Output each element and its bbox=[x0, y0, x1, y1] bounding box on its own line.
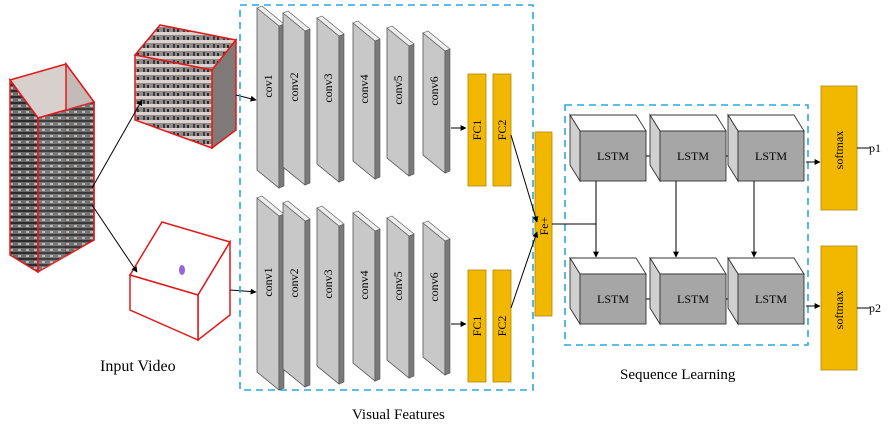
bottom-conv-layer-6: conv6 bbox=[422, 220, 451, 376]
top-conv-layer-3: conv3 bbox=[316, 15, 345, 183]
fc2-top-label: FC2 bbox=[495, 120, 509, 141]
bottom-lstm-cell-1: LSTM bbox=[569, 256, 647, 326]
top-lstm-label-1: LSTM bbox=[597, 149, 629, 163]
top-conv-label-3: conv3 bbox=[321, 73, 335, 102]
output-label-p2: p2 bbox=[869, 301, 881, 315]
top-lstm-cell-3: LSTM bbox=[727, 113, 805, 183]
softmax-bottom-block bbox=[820, 245, 858, 371]
arrow-fc-bottom-to-fusion bbox=[510, 231, 539, 309]
arrow-video-to-flow bbox=[91, 204, 138, 273]
arrow-rgb-to-cnn bbox=[235, 94, 257, 102]
top-lstm-label-2: LSTM bbox=[677, 149, 709, 163]
top-conv-layer-4: conv4 bbox=[352, 20, 381, 180]
fc2-bottom-block bbox=[492, 269, 512, 383]
visual-features-box bbox=[239, 4, 534, 391]
fc-top-group: FC1 FC2 bbox=[467, 73, 512, 187]
visual-features-caption: Visual Features bbox=[352, 407, 445, 423]
bottom-conv-layer-1: conv1 bbox=[256, 195, 285, 391]
bottom-conv-label-2: conv2 bbox=[287, 268, 301, 297]
fc1-bottom-label: FC1 bbox=[470, 316, 484, 337]
fc2-bottom-label: FC2 bbox=[495, 316, 509, 337]
softmax-bottom-label: softmax bbox=[832, 291, 846, 330]
bottom-conv-label-4: conv4 bbox=[357, 270, 371, 299]
bottom-lstm-label-3: LSTM bbox=[755, 292, 787, 306]
top-lstm-label-3: LSTM bbox=[755, 149, 787, 163]
bottom-conv-layer-4: conv4 bbox=[352, 210, 381, 382]
optical-flow-cube bbox=[128, 221, 232, 342]
cnn-bottom-stream: conv1 conv2 conv3 conv4 conv5 conv6 bbox=[256, 195, 467, 391]
top-conv-layer-1: cov1 bbox=[256, 5, 285, 189]
fc1-bottom-block bbox=[467, 269, 487, 383]
input-video-caption: Input Video bbox=[100, 358, 176, 375]
sequence-learning-caption: Sequence Learning bbox=[620, 367, 736, 383]
bottom-conv-label-6: conv6 bbox=[427, 272, 441, 301]
bottom-conv-layer-3: conv3 bbox=[316, 205, 345, 385]
arrow-flow-to-cnn bbox=[229, 288, 257, 295]
top-conv-layer-6: conv6 bbox=[422, 30, 451, 174]
top-lstm-cell-1: LSTM bbox=[569, 113, 647, 183]
arrow-video-to-rgb bbox=[91, 99, 143, 189]
bottom-conv-layer-2: conv2 bbox=[282, 200, 311, 388]
lstm-grid: LSTM LSTM LSTM LSTM LSTM LSTM bbox=[569, 113, 805, 326]
fusion-label: Fe+ bbox=[537, 216, 551, 235]
fc-bottom-group: FC1 FC2 bbox=[467, 269, 512, 383]
rgb-frame-cube bbox=[133, 24, 238, 150]
input-video-stack bbox=[8, 61, 96, 274]
arrow-fc-top-to-fusion bbox=[510, 134, 539, 223]
bottom-lstm-label-2: LSTM bbox=[677, 292, 709, 306]
top-conv-label-5: conv5 bbox=[391, 75, 405, 104]
bottom-conv-label-5: conv5 bbox=[391, 271, 405, 300]
bottom-lstm-cell-3: LSTM bbox=[727, 256, 805, 326]
sequence-learning-box bbox=[564, 104, 809, 346]
bottom-lstm-cell-2: LSTM bbox=[649, 256, 727, 326]
top-conv-label-1: cov1 bbox=[261, 74, 275, 97]
bottom-conv-label-1: conv1 bbox=[261, 267, 275, 296]
top-conv-label-4: conv4 bbox=[357, 74, 371, 103]
bottom-lstm-label-1: LSTM bbox=[597, 292, 629, 306]
fc2-top-block bbox=[492, 73, 512, 187]
top-conv-label-2: conv2 bbox=[287, 72, 301, 101]
top-lstm-cell-2: LSTM bbox=[649, 113, 727, 183]
softmax-top-label: softmax bbox=[832, 131, 846, 170]
fc1-top-block bbox=[467, 73, 487, 187]
top-conv-label-6: conv6 bbox=[427, 76, 441, 105]
top-conv-layer-5: conv5 bbox=[386, 25, 415, 177]
fc1-top-label: FC1 bbox=[470, 120, 484, 141]
top-conv-layer-2: conv2 bbox=[282, 10, 311, 186]
output-label-p1: p1 bbox=[869, 141, 881, 155]
bottom-conv-layer-5: conv5 bbox=[386, 215, 415, 379]
softmax-top-block bbox=[820, 85, 858, 211]
cnn-top-stream: cov1 conv2 conv3 conv4 conv5 conv6 bbox=[256, 5, 467, 189]
bottom-conv-label-3: conv3 bbox=[321, 269, 335, 298]
